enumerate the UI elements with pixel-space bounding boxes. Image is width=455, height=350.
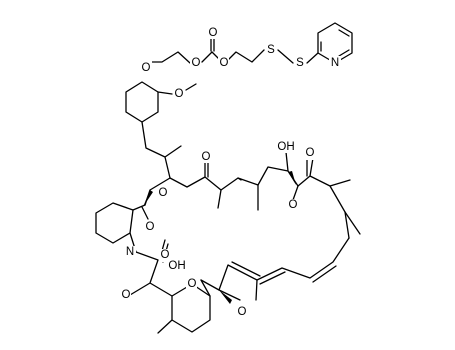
svg-text:O: O — [192, 57, 201, 69]
atom-labels: N S S O O O O O O OH O O O O N O OH O O … — [120, 26, 341, 319]
bond-lines — [95, 22, 361, 334]
atom-oh-2: OH — [167, 260, 187, 273]
svg-text:N: N — [126, 246, 134, 258]
svg-text:O: O — [306, 147, 315, 159]
carbonate-ethyl — [147, 51, 191, 64]
atom-oh-1: OH — [276, 140, 296, 153]
atom-o-ketone-2: O — [304, 147, 315, 160]
svg-text:O: O — [159, 187, 168, 199]
svg-text:O: O — [202, 151, 211, 163]
svg-text:OH: OH — [277, 141, 294, 153]
svg-text:S: S — [296, 57, 304, 69]
atom-o-pyran: O — [186, 278, 197, 291]
wedge-3 — [219, 290, 232, 304]
wedge-1 — [143, 190, 153, 207]
atom-s1: S — [265, 43, 277, 56]
svg-text:O: O — [122, 289, 131, 301]
bond-pyr-s — [306, 52, 319, 64]
triene-substituents — [200, 279, 258, 301]
cyclohexane-ring — [125, 81, 159, 123]
atom-o-carbonate-2: O — [218, 56, 229, 69]
pyridine-inner-bonds — [320, 29, 350, 57]
methoxy-1-bonds — [157, 83, 197, 95]
macrocycle-substituents — [217, 177, 259, 211]
svg-text:O: O — [175, 88, 184, 100]
atom-o-carbonate-1: O — [190, 56, 201, 69]
atom-o-ketone-1: O — [200, 150, 211, 163]
methyl-branches — [329, 179, 361, 235]
piperidine-ring — [95, 202, 134, 244]
atom-o-methoxy-1: O — [173, 88, 184, 101]
svg-text:O: O — [142, 62, 151, 74]
wedge-2 — [288, 171, 296, 185]
svg-text:O: O — [289, 199, 298, 211]
svg-text:O: O — [238, 306, 247, 318]
pyran-ring — [171, 283, 211, 333]
svg-text:OH: OH — [168, 260, 185, 272]
atom-o-methoxy-3: O — [236, 306, 247, 319]
svg-text:O: O — [209, 27, 218, 39]
triene-double-bonds — [231, 261, 337, 285]
svg-text:S: S — [267, 44, 275, 56]
atom-o-amide: O — [159, 249, 170, 262]
svg-text:O: O — [220, 57, 229, 69]
svg-text:N: N — [331, 57, 339, 69]
linker-chain — [141, 121, 182, 179]
atom-o-keto-3: O — [120, 289, 131, 302]
macrocycle-upper — [169, 157, 350, 239]
atom-o-ester-ring: O — [158, 187, 169, 200]
svg-text:O: O — [161, 249, 170, 261]
atom-n-amide: N — [124, 246, 136, 259]
triene-chain — [218, 237, 350, 291]
disulfide-chain — [225, 49, 294, 64]
atom-n-pyridine: N — [329, 56, 341, 69]
svg-text:O: O — [146, 221, 155, 233]
atom-o-ester-co: O — [144, 221, 155, 234]
stereo-wedges — [143, 171, 296, 304]
atom-s2: S — [294, 56, 306, 69]
atom-o-carbonyl-top: O — [207, 26, 218, 39]
pyran-substituents — [157, 279, 211, 334]
svg-text:O: O — [188, 278, 197, 290]
hydroxy-methoxy-bonds — [285, 151, 299, 201]
atom-o-ether-top: O — [141, 56, 152, 74]
atom-o-methoxy-2: O — [287, 199, 298, 212]
